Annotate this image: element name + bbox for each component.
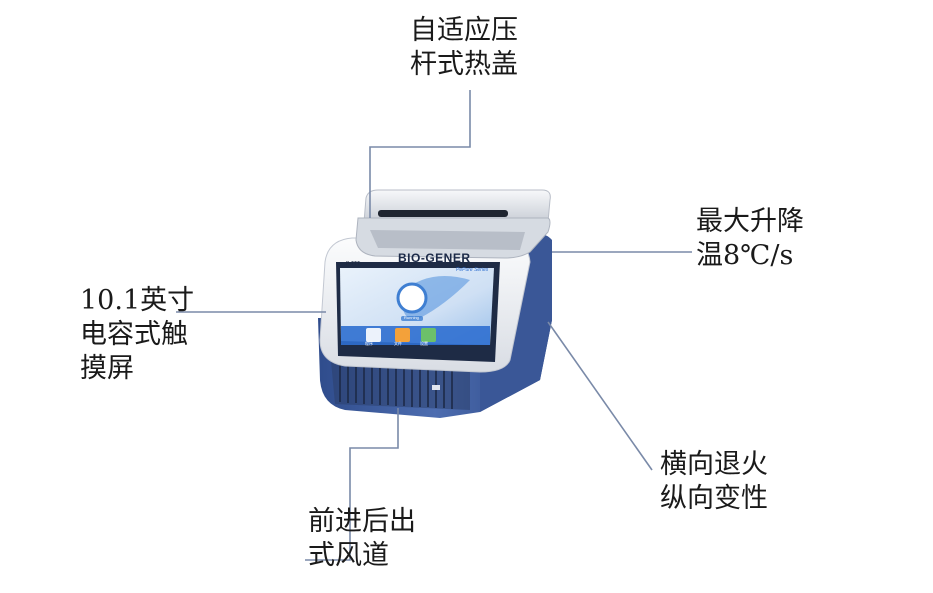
screen-menu-item[interactable]: 文件 xyxy=(394,341,402,346)
callout-line: 最大升降 xyxy=(696,206,804,237)
callout-touch-screen: 10.1英寸 电容式触 摸屏 xyxy=(80,284,194,386)
series-label: PePure Series xyxy=(456,267,489,273)
leader-line-grad xyxy=(547,321,653,471)
callout-gradient: 横向退火 纵向变性 xyxy=(660,448,768,516)
callout-line: 温8℃/s xyxy=(696,240,794,271)
callout-line: 式风道 xyxy=(308,540,389,571)
screen-menu-item[interactable]: 程序 xyxy=(365,341,373,346)
callout-line: 纵向变性 xyxy=(660,483,768,514)
touch-screen[interactable] xyxy=(336,262,500,362)
screen-status-text: Running xyxy=(404,315,419,320)
leader-line-air xyxy=(305,408,399,561)
callout-line: 电容式触 xyxy=(80,319,188,350)
screen-menu-item[interactable]: 设置 xyxy=(420,341,428,346)
front-vent-grille xyxy=(339,360,453,409)
heated-lid xyxy=(355,189,551,259)
brand-logo: BIO-GENER xyxy=(398,251,471,265)
callout-heated-lid: 自适应压 杆式热盖 xyxy=(410,14,518,82)
callout-line: 杆式热盖 xyxy=(410,49,518,80)
callout-line: 自适应压 xyxy=(410,15,518,46)
callout-line: 摸屏 xyxy=(80,353,134,384)
callout-line: 横向退火 xyxy=(660,449,768,480)
screen-header-text: P-TTT xyxy=(346,261,361,267)
callout-line: 10.1英寸 xyxy=(80,285,195,316)
callout-ramp-rate: 最大升降 温8℃/s xyxy=(696,205,804,273)
leader-line-lid xyxy=(369,90,471,218)
callout-line: 前进后出 xyxy=(308,506,416,537)
callout-airflow: 前进后出 式风道 xyxy=(308,505,416,573)
